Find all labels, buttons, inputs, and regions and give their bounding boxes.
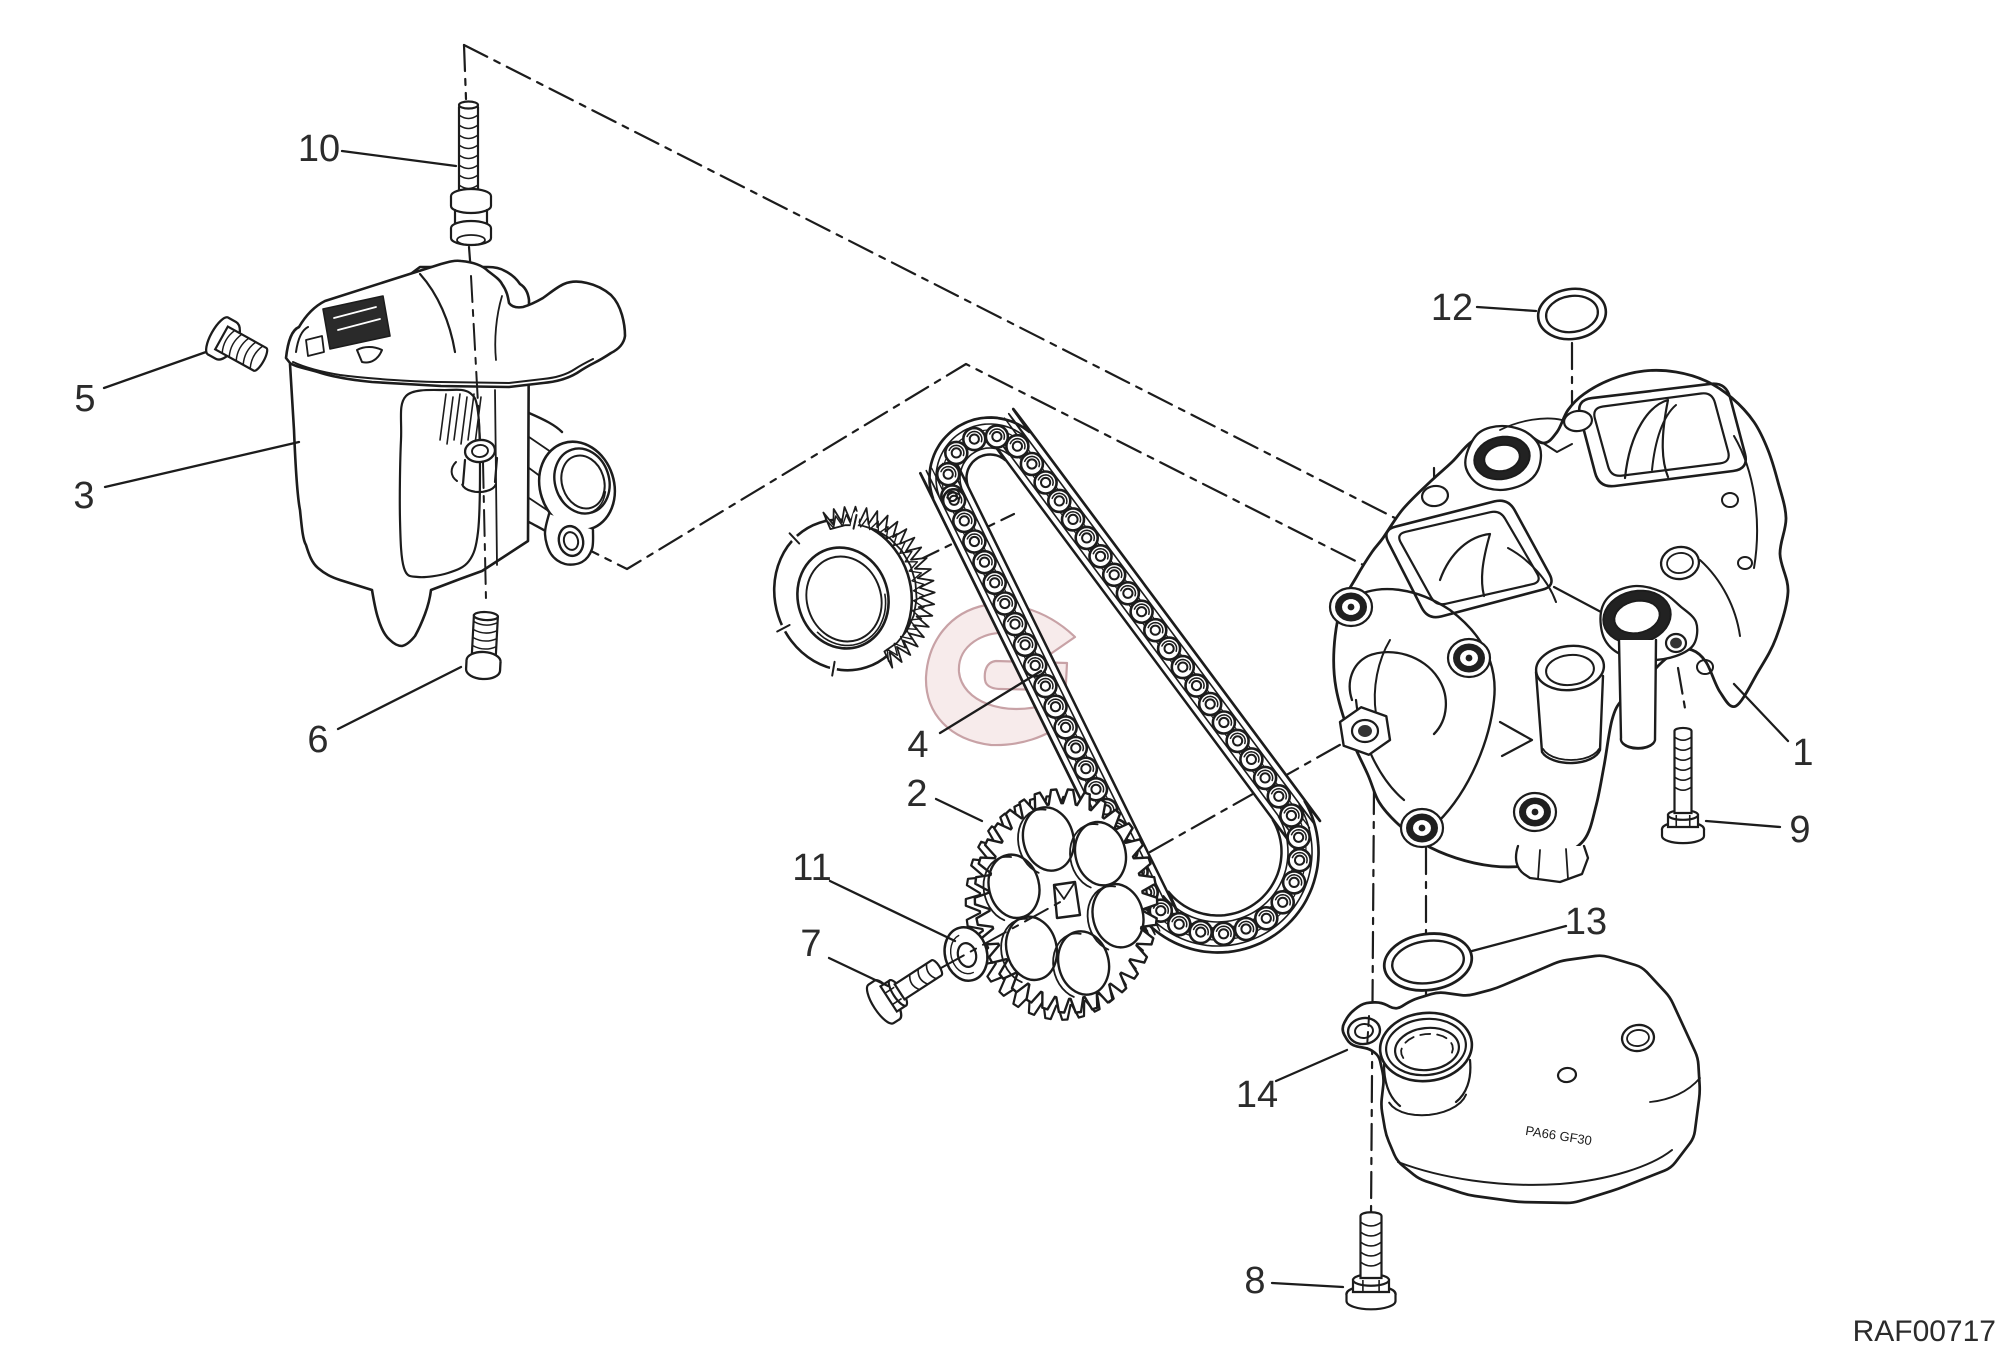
- svg-text:8: 8: [1244, 1260, 1265, 1302]
- svg-text:12: 12: [1431, 287, 1473, 329]
- svg-text:9: 9: [1789, 809, 1810, 851]
- svg-text:2: 2: [906, 773, 927, 815]
- svg-text:6: 6: [307, 719, 328, 761]
- svg-text:1: 1: [1792, 732, 1813, 774]
- svg-text:14: 14: [1236, 1074, 1278, 1116]
- svg-text:11: 11: [792, 847, 831, 889]
- svg-text:13: 13: [1565, 901, 1607, 943]
- svg-text:4: 4: [907, 724, 928, 766]
- svg-text:3: 3: [73, 475, 94, 517]
- svg-text:RAF00717: RAF00717: [1853, 1315, 1996, 1348]
- svg-text:7: 7: [800, 923, 821, 965]
- svg-text:5: 5: [74, 378, 95, 420]
- svg-text:10: 10: [298, 128, 340, 170]
